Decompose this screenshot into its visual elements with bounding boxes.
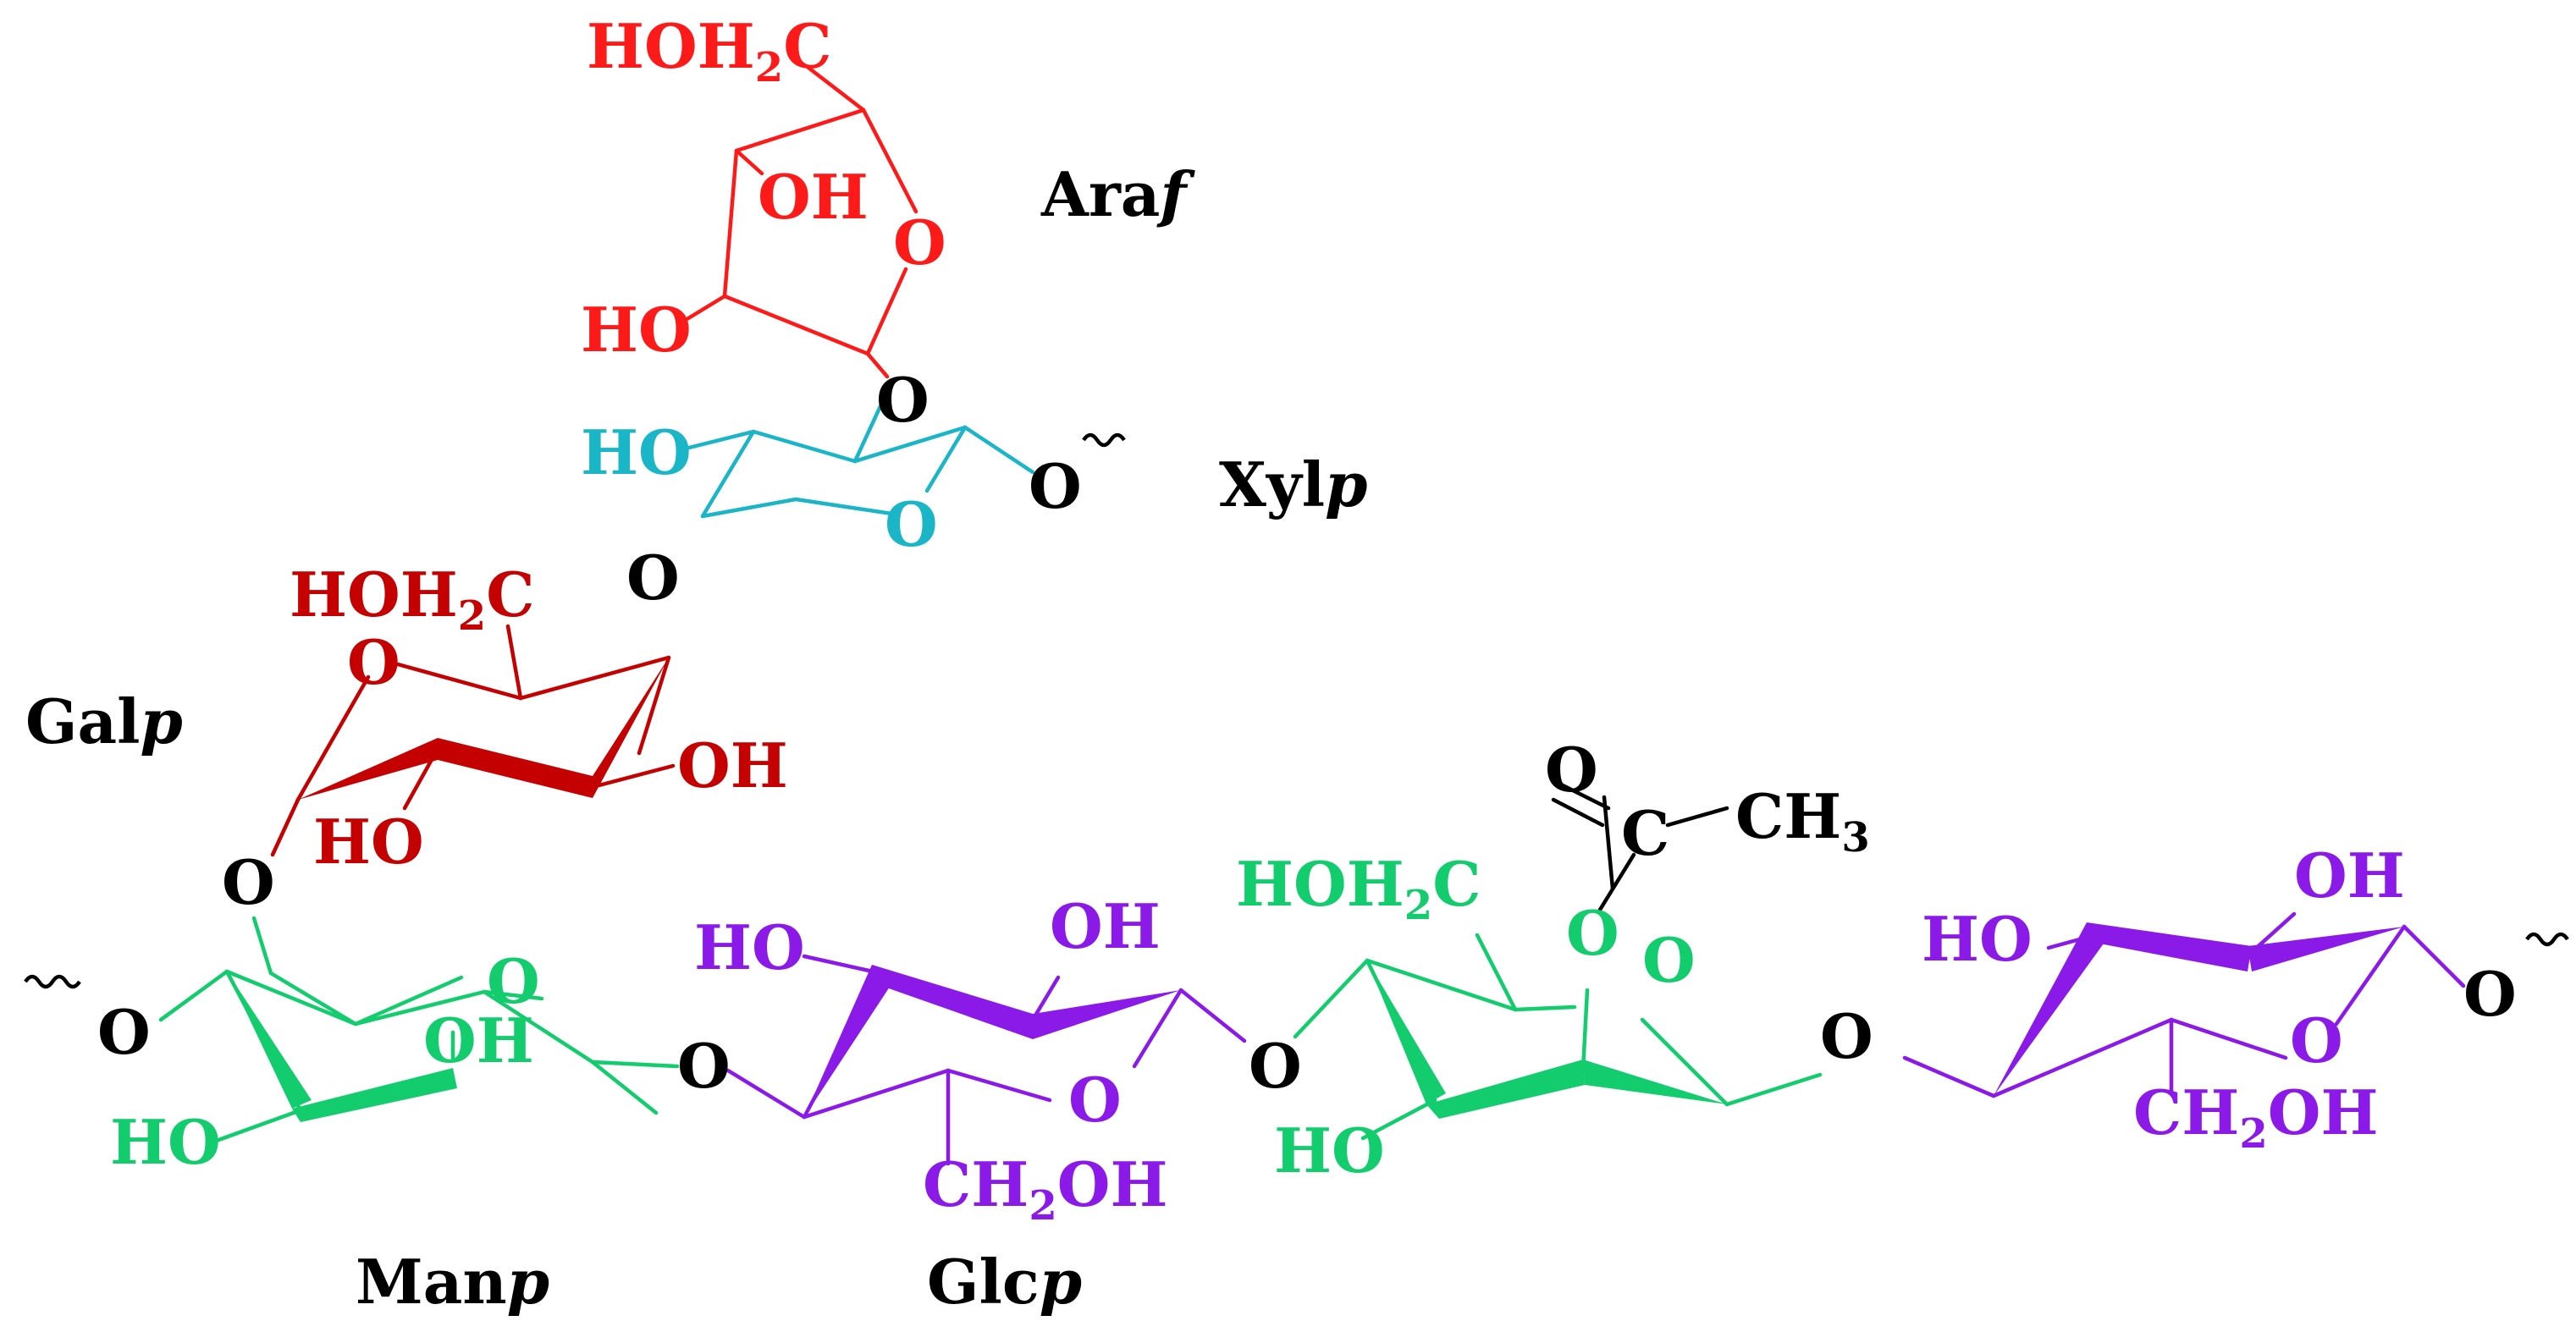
manp-oh-label: OH: [423, 1005, 534, 1076]
glcp2-oh-label: OH: [2294, 839, 2405, 911]
glcp1-ho-label: HO: [694, 911, 805, 983]
acetyl-carbonyl-o-label: O: [1545, 734, 1598, 806]
acetyl-c-label: C: [1621, 797, 1669, 869]
galp-ring-o-label: O: [347, 626, 400, 698]
glcp1-ring-bonds: [725, 954, 1247, 1166]
xylp-unit-label: Xylp: [1219, 449, 1367, 520]
galp-ring-bonds: [270, 624, 676, 857]
gal-man-linker-o: O: [222, 846, 275, 918]
manp2-wedge-right: [1583, 1060, 1727, 1104]
man-glc-linker-o: O: [677, 1030, 731, 1102]
glcp1-wedge-bond: [804, 965, 893, 1117]
galp-wedge-bond: [298, 738, 438, 800]
araf-ring-o-label: O: [893, 206, 946, 278]
manp2-ring-o-label: O: [1642, 924, 1696, 996]
manp2-ring-bonds: [1293, 933, 1823, 1141]
glcp2-ho-label: HO: [1922, 903, 2033, 975]
glcp2-anomeric-o-label: O: [2463, 958, 2517, 1030]
manp-unit-label: Manp: [356, 1246, 549, 1318]
xylp-ho-label: HO: [581, 416, 692, 488]
manp2-acetyl-o-label: O: [1566, 897, 1619, 969]
glcp2-wedge-bond: [1994, 922, 2108, 1096]
glcp-unit-label: Glcp: [927, 1246, 1082, 1318]
xylp-ring-bonds: [683, 404, 1035, 519]
man2-glc2-linker-o: O: [1820, 1000, 1873, 1072]
manp2-wedge-bond: [1367, 960, 1446, 1104]
manp-ring-bonds: [158, 916, 680, 1145]
manp2-hoh2c-label: HOH2C: [1236, 848, 1481, 929]
glc-man2-linker-o: O: [1249, 1030, 1302, 1102]
glcp2-wedge-right: [2248, 927, 2404, 971]
galp-wedge-bond-right: [593, 658, 669, 798]
glcp1-wedge-right: [1033, 990, 1181, 1039]
galp-unit-label: Galp: [25, 685, 183, 757]
xylp-anomeric-o-label: O: [1029, 450, 1082, 522]
manp-bold-bond: [292, 1068, 457, 1122]
araf-ring-bonds: [683, 65, 918, 379]
manp-ho-label: HO: [110, 1106, 221, 1178]
wavy-bond-right: [2525, 932, 2569, 947]
glcp1-ch2oh-label: CH2OH: [923, 1148, 1168, 1230]
araf-xyl-linker-o: O: [876, 364, 929, 436]
wavy-bond-xyl: [1082, 432, 1126, 448]
glcp2-bold-bond: [2087, 922, 2252, 971]
xylp-ring-o-label: O: [885, 488, 938, 560]
manp-wedge-bond: [227, 971, 312, 1109]
xyl-gal-linker-o: O: [626, 542, 680, 614]
manp2-ho-label: HO: [1274, 1115, 1385, 1186]
manp-left-o-label: O: [97, 996, 151, 1068]
araf-oh-label: OH: [758, 161, 869, 233]
galp-hoh2c-label: HOH2C: [290, 559, 535, 640]
araf-unit-label: Araf: [1040, 158, 1195, 230]
acetyl-ch3-label: CH3: [1735, 780, 1870, 861]
glcp2-ch2oh-label: CH2OH: [2133, 1076, 2379, 1158]
glcp2-ring-o-label: O: [2290, 1005, 2343, 1076]
glcp1-ring-o-label: O: [1068, 1064, 1122, 1136]
galp-oh-label: OH: [677, 729, 788, 801]
wavy-bond-left: [24, 974, 81, 989]
manp-ring-o-label: O: [487, 945, 540, 1017]
araf-ho-label: HO: [581, 294, 692, 366]
galp-bold-bond: [438, 738, 593, 798]
glcp1-bold-bond: [872, 965, 1033, 1039]
acetyl-bonds: [1551, 780, 1729, 912]
glcp1-oh-label: OH: [1050, 890, 1161, 962]
galp-ho-label: HO: [313, 806, 424, 878]
manp2-bold-bond: [1426, 1060, 1585, 1119]
araf-hoh2c-label: HOH2C: [587, 10, 832, 91]
